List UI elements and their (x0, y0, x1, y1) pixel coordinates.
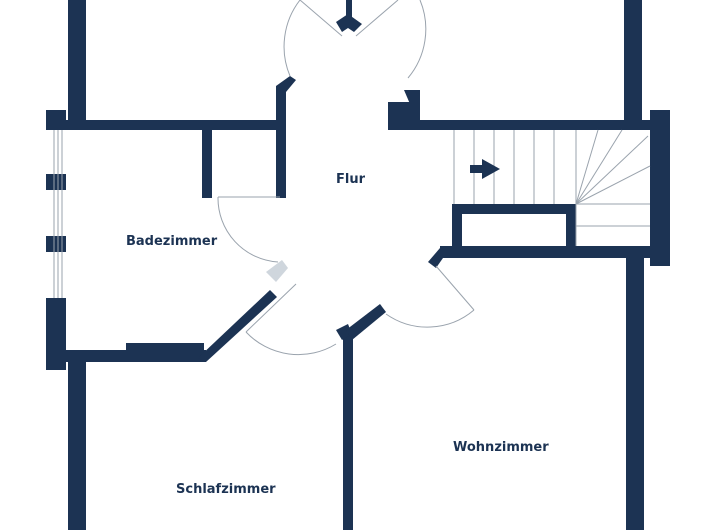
walls (46, 0, 670, 530)
room-label-badezimmer: Badezimmer (126, 234, 218, 249)
wall-bed-living-top-left (336, 324, 352, 340)
door-top-mullion (336, 14, 362, 32)
wall-living-right (626, 256, 644, 530)
door-top-double (283, 0, 427, 79)
bathroom-window (53, 130, 63, 298)
room-label-flur: Flur (336, 172, 366, 187)
wall-hall-right-corner (404, 90, 420, 104)
window-pier-2 (46, 236, 66, 252)
wall-bath-hall-upper (276, 86, 286, 198)
wall-stair-landing-right (566, 204, 576, 248)
door-top-center-post (346, 0, 352, 22)
wall-stair-bottom-corner (428, 248, 450, 268)
wall-stair-bottom (440, 246, 670, 258)
wall-bath-bottom-thick (126, 343, 204, 362)
wall-bedroom-left (68, 362, 86, 530)
door-living (385, 265, 475, 328)
door-bathroom (217, 196, 280, 263)
staircase (453, 129, 651, 246)
wall-stair-landing-left (452, 204, 462, 248)
arrow-right-icon (470, 159, 500, 179)
wall-bath-partition (202, 128, 212, 198)
room-label-wohnzimmer: Wohnzimmer (453, 440, 549, 455)
window-pier-1 (46, 174, 66, 190)
wall-bed-living (343, 332, 353, 530)
wall-stair-right (650, 110, 670, 266)
wall-stair-top-long (388, 120, 670, 130)
wall-bath-top (46, 120, 278, 130)
wall-top-left-vertical (68, 0, 86, 128)
door-bedroom-frame (266, 260, 288, 282)
wall-bath-left-upper (46, 110, 66, 130)
wall-hall-left-corner (276, 76, 296, 92)
wall-stair-landing-top (452, 204, 576, 214)
wall-bath-diagonal (198, 290, 277, 362)
room-label-schlafzimmer: Schlafzimmer (176, 482, 276, 497)
wall-bed-living-top-right (346, 304, 386, 340)
wall-top-right-vertical (624, 0, 642, 120)
door-bedroom (245, 260, 337, 356)
